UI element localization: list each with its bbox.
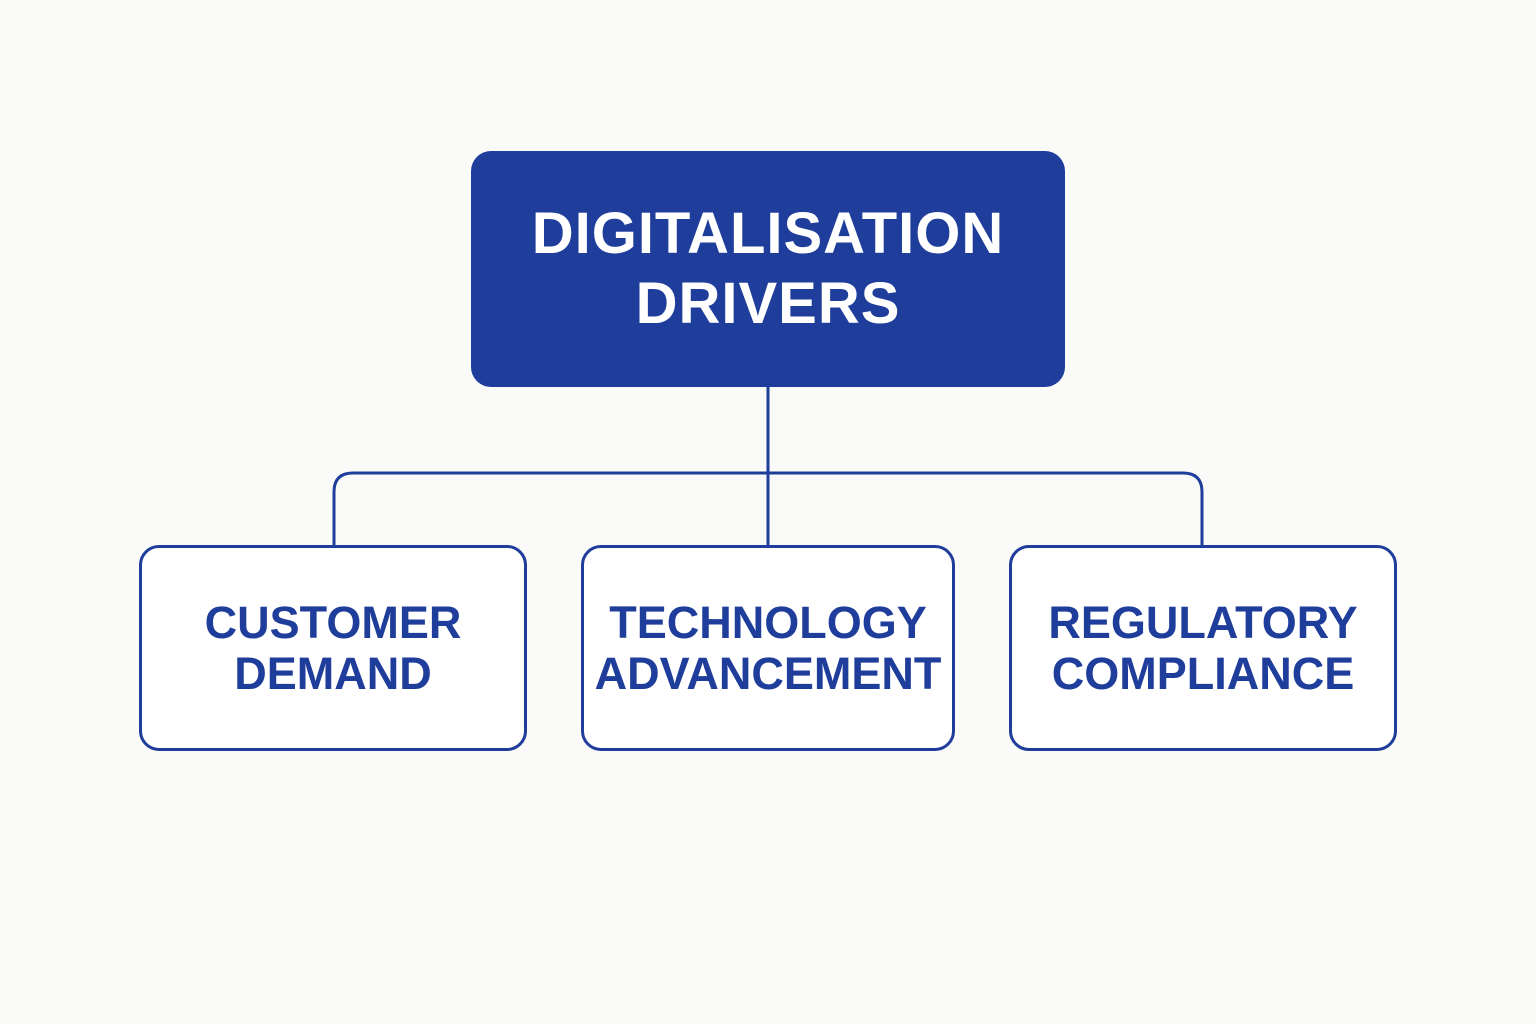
root-node-label-line-1: DIGITALISATION bbox=[531, 201, 1005, 266]
child-node-technology-advancement: TECHNOLOGY ADVANCEMENT bbox=[581, 545, 955, 751]
child-node-1-label-line-2: DEMAND bbox=[234, 648, 432, 699]
child-node-regulatory-compliance: REGULATORY COMPLIANCE bbox=[1009, 545, 1397, 751]
child-node-2-label-line-2: ADVANCEMENT bbox=[594, 648, 942, 699]
root-node-digitalisation-drivers: DIGITALISATION DRIVERS bbox=[471, 151, 1065, 387]
child-node-customer-demand: CUSTOMER DEMAND bbox=[139, 545, 527, 751]
child-node-3-label-line-2: COMPLIANCE bbox=[1051, 648, 1355, 699]
root-node-label-line-2: DRIVERS bbox=[635, 271, 901, 336]
child-node-1-label-line-1: CUSTOMER bbox=[204, 597, 462, 648]
child-node-2-label-line-1: TECHNOLOGY bbox=[609, 597, 927, 648]
child-node-3-label-line-1: REGULATORY bbox=[1048, 597, 1358, 648]
